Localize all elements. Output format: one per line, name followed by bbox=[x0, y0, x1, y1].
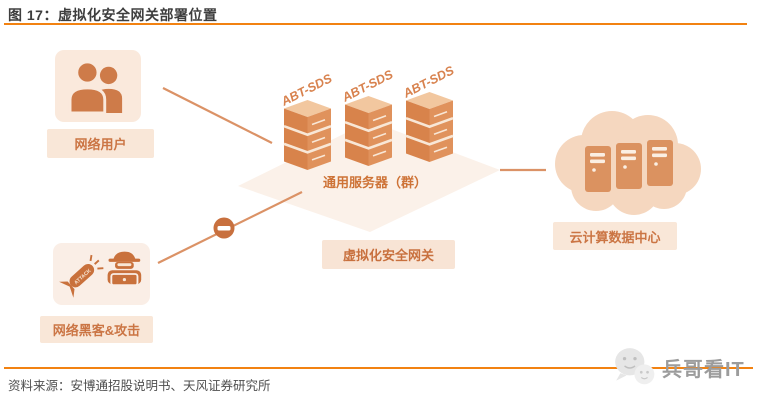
hackers-node: ATTACK bbox=[53, 243, 150, 305]
users-icon bbox=[68, 60, 123, 113]
server-tower bbox=[283, 100, 332, 170]
cloud-server-icon bbox=[585, 146, 611, 192]
title-divider bbox=[4, 23, 747, 25]
cloud-datacenter-label: 云计算数据中心 bbox=[553, 222, 677, 250]
cloud-datacenter-label-text: 云计算数据中心 bbox=[569, 229, 661, 245]
network-users-node bbox=[55, 50, 141, 122]
hacker-person-icon bbox=[107, 251, 141, 287]
server-cluster-caption: 通用服务器（群） bbox=[322, 175, 427, 190]
server-tower bbox=[405, 92, 454, 162]
gateway-label-text: 虚拟化安全网关 bbox=[342, 248, 434, 263]
hackers-label: 网络黑客&攻击 bbox=[40, 316, 153, 343]
footer-divider bbox=[4, 367, 753, 369]
hackers-label-text: 网络黑客&攻击 bbox=[52, 323, 141, 338]
attack-missile-icon: ATTACK bbox=[58, 254, 103, 298]
cloud-server-icon bbox=[647, 140, 673, 186]
source-note: 资料来源：安博通招股说明书、天风证券研究所 bbox=[8, 379, 271, 393]
cloud-server-icon bbox=[616, 143, 642, 189]
block-icon bbox=[213, 217, 235, 239]
network-users-label: 网络用户 bbox=[47, 129, 154, 158]
figure-title: 图 17：虚拟化安全网关部署位置 bbox=[8, 7, 218, 23]
network-users-label-text: 网络用户 bbox=[74, 137, 127, 152]
server-tower bbox=[344, 96, 393, 166]
gateway-label: 虚拟化安全网关 bbox=[322, 240, 455, 269]
chat-bubbles-icon bbox=[615, 348, 655, 385]
hacker-attack-icon: ATTACK bbox=[58, 251, 141, 298]
watermark-logo: 兵哥看IT bbox=[612, 342, 761, 392]
watermark-text: 兵哥看IT bbox=[662, 358, 745, 381]
users-to-servers-line bbox=[162, 87, 273, 144]
